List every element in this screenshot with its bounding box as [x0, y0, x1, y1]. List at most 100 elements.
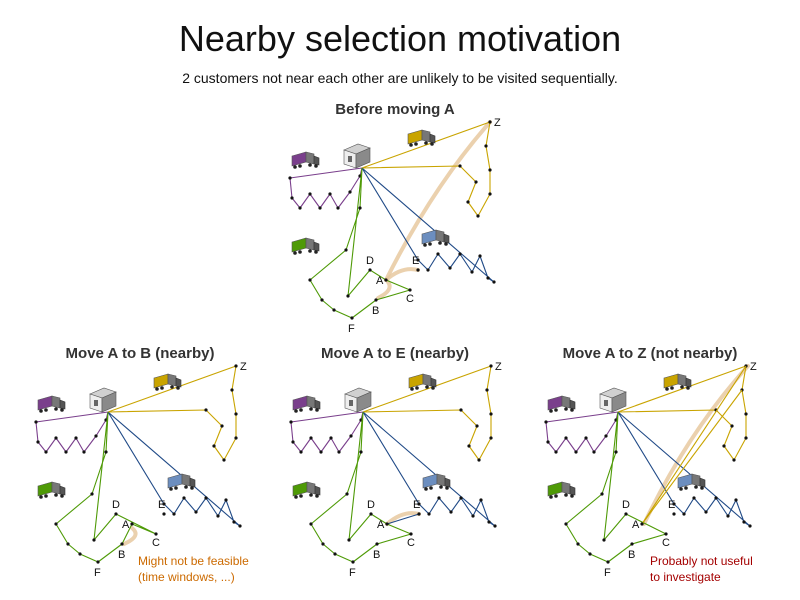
node-c: [408, 288, 412, 292]
note-not-feasible-line-1: Might not be feasible: [138, 554, 249, 568]
node-label-e: E: [668, 499, 675, 511]
truck-icon: [547, 395, 576, 413]
node-b: [630, 542, 634, 546]
node-c: [409, 532, 413, 536]
node-d: [369, 512, 373, 516]
node-d: [624, 512, 628, 516]
truck-icon: [292, 395, 321, 413]
gold-route: [107, 365, 237, 461]
move-arrow-to-b: [376, 280, 392, 300]
node-b: [120, 542, 124, 546]
note-not-feasible-line-2: (time windows, ...): [138, 570, 235, 584]
depot-building-icon: [343, 143, 371, 169]
truck-icon: [167, 473, 196, 491]
node-d: [368, 268, 372, 272]
truck-icon: [37, 395, 66, 413]
green-route: [565, 411, 667, 563]
panel-title-move-b: Move A to B (nearby): [65, 345, 215, 362]
depot-building-icon: [89, 387, 117, 413]
node-label-a: A: [122, 519, 130, 531]
move-arrow-to-z: [642, 364, 750, 526]
truck-icon: [408, 373, 437, 391]
gold-route-via-a-2: [641, 389, 743, 525]
node-label-a: A: [377, 519, 385, 531]
node-label-e: E: [413, 499, 420, 511]
node-label-f: F: [349, 567, 356, 579]
gold-route-via-a-1: [641, 365, 747, 525]
node-label-b: B: [372, 305, 379, 317]
truck-icon: [292, 481, 321, 499]
node-label-d: D: [367, 499, 375, 511]
green-route: [309, 167, 411, 319]
panel-title-before: Before moving A: [335, 101, 455, 118]
node-label-f: F: [604, 567, 611, 579]
node-c: [664, 532, 668, 536]
node-label-c: C: [407, 537, 415, 549]
node-d: [114, 512, 118, 516]
note-not-useful-line-1: Probably not useful: [650, 554, 753, 568]
node-e: [416, 268, 420, 272]
truck-icon: [677, 473, 706, 491]
page-subtitle: 2 customers not near each other are unli…: [182, 70, 618, 86]
node-label-z: Z: [750, 361, 757, 373]
gold-route: [361, 121, 491, 217]
node-e: [672, 512, 676, 516]
node-label-d: D: [366, 255, 374, 267]
green-route: [55, 411, 157, 563]
node-label-z: Z: [240, 361, 247, 373]
node-label-f: F: [348, 323, 355, 335]
node-f: [96, 560, 100, 564]
node-f: [351, 560, 355, 564]
node-label-z: Z: [495, 361, 502, 373]
panel-title-move-z: Move A to Z (not nearby): [562, 345, 738, 362]
move-arrow-to-z: [384, 120, 492, 282]
node-label-c: C: [406, 293, 414, 305]
truck-icon: [37, 481, 66, 499]
node-label-d: D: [112, 499, 120, 511]
node-b: [374, 298, 378, 302]
node-a: [130, 522, 134, 526]
blue-route-via-a: [386, 513, 420, 525]
gold-route: [617, 365, 747, 461]
node-label-e: E: [158, 499, 165, 511]
depot-building-icon: [344, 387, 372, 413]
purple-route: [289, 167, 363, 209]
node-label-a: A: [632, 519, 640, 531]
page-title: Nearby selection motivation: [178, 18, 622, 59]
node-c: [154, 532, 158, 536]
node-label-e: E: [412, 255, 419, 267]
node-label-b: B: [118, 549, 125, 561]
truck-icon: [421, 229, 450, 247]
route-panel-2: Z DA E C B F: [289, 361, 502, 579]
node-label-z: Z: [494, 117, 501, 129]
gold-route: [362, 365, 492, 461]
node-e: [417, 512, 421, 516]
node-a: [384, 278, 388, 282]
truck-icon: [547, 481, 576, 499]
node-b: [375, 542, 379, 546]
purple-route: [290, 411, 364, 453]
panel-title-move-e: Move A to E (nearby): [320, 345, 470, 362]
node-a: [640, 522, 644, 526]
truck-icon: [153, 373, 182, 391]
truck-icon: [407, 129, 436, 147]
truck-icon: [291, 151, 320, 169]
green-route: [310, 411, 412, 563]
node-label-b: B: [628, 549, 635, 561]
node-f: [350, 316, 354, 320]
purple-route: [35, 411, 109, 453]
note-not-useful-line-2: to investigate: [650, 570, 721, 584]
depot-building-icon: [599, 387, 627, 413]
move-arrow-to-e: [385, 511, 421, 526]
node-label-b: B: [373, 549, 380, 561]
node-label-c: C: [152, 537, 160, 549]
move-arrow-to-b: [122, 526, 138, 546]
node-a: [385, 522, 389, 526]
node-e: [162, 512, 166, 516]
purple-route: [545, 411, 619, 453]
note-not-useful: Probably not useful to investigate: [650, 553, 753, 585]
